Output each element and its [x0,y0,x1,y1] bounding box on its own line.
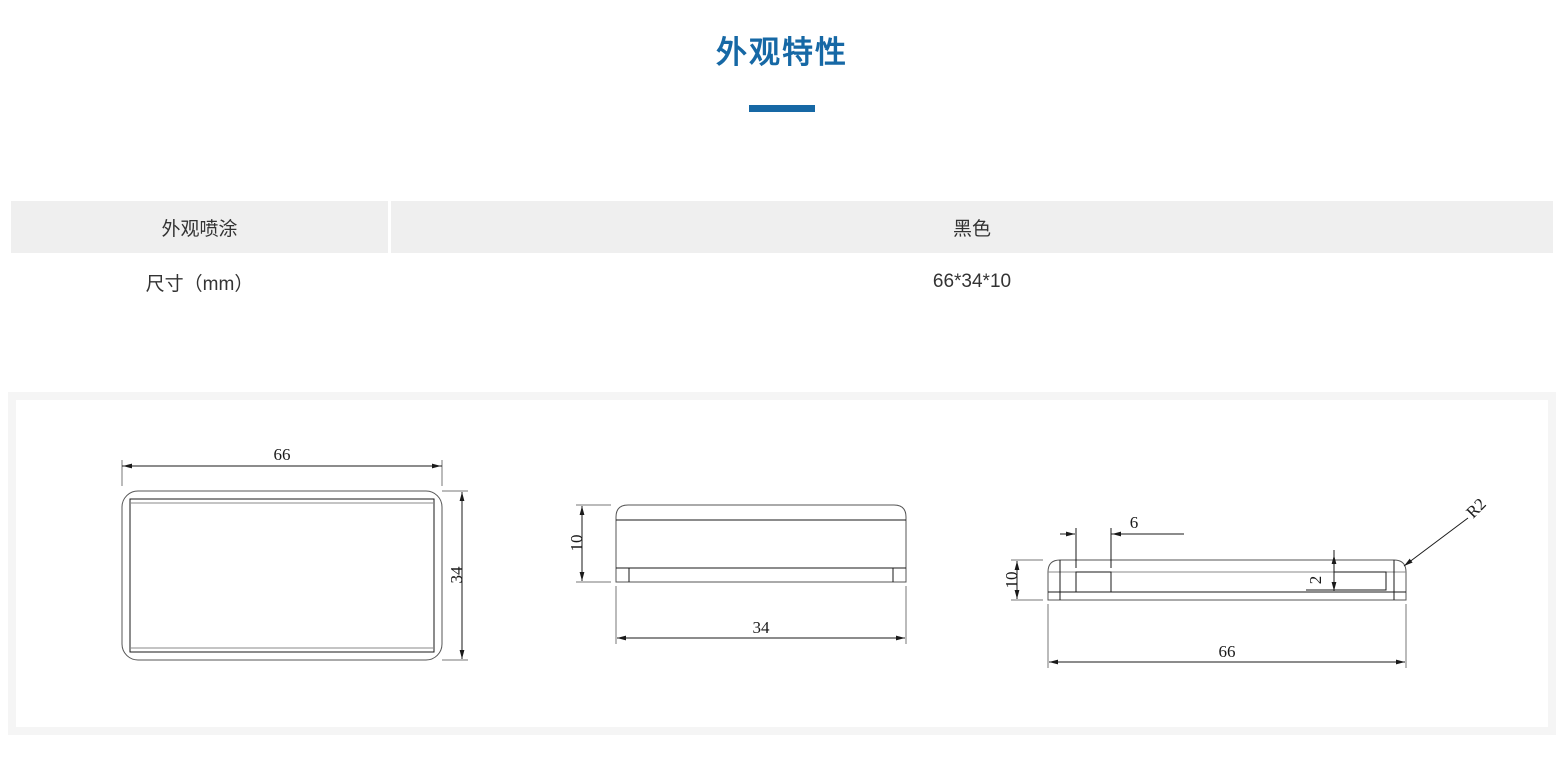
page-header: 外观特性 [0,0,1564,113]
table-row: 尺寸（mm） 66*34*10 [11,256,1553,308]
spec-label-coating: 外观喷涂 [11,201,388,253]
dimension-label-side-width: 34 [753,618,771,637]
spec-label-size: 尺寸（mm） [11,256,388,308]
dimension-label-top-width: 66 [274,445,291,464]
spec-value-size: 66*34*10 [391,256,1553,308]
top-view-drawing [121,460,468,661]
dimension-label-slot-width: 6 [1130,513,1139,532]
dimension-label-corner-radius: R2 [1462,494,1489,521]
page-title: 外观特性 [716,35,848,70]
drawing-panel: 66 34 10 34 10 6 2 66 R2 [8,392,1556,735]
spec-value-coating: 黑色 [391,201,1553,253]
table-row: 外观喷涂 黑色 [11,201,1553,253]
technical-drawings-svg: 66 34 10 34 10 6 2 66 R2 [121,445,1490,668]
dimension-label-side-height: 10 [567,535,586,552]
title-underline-bar [749,105,815,113]
dimension-label-front-width: 66 [1219,642,1236,661]
drawing-canvas: 66 34 10 34 10 6 2 66 R2 [16,400,1548,727]
side-view-drawing [576,504,907,644]
dimension-label-front-height: 10 [1002,572,1021,589]
spec-table: 外观喷涂 黑色 尺寸（mm） 66*34*10 [8,198,1556,311]
dimension-label-notch-height: 2 [1306,576,1325,585]
dimension-label-top-height: 34 [447,566,466,584]
front-view-drawing [1011,517,1469,668]
